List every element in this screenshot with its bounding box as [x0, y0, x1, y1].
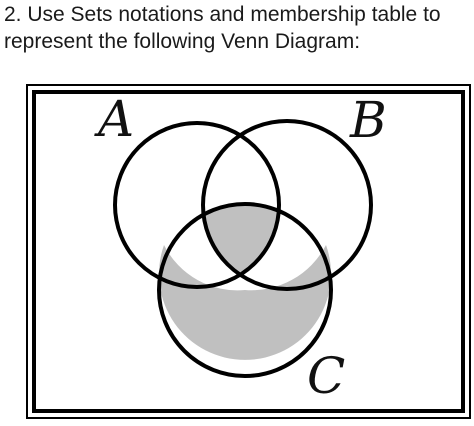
set-b-label: B: [349, 91, 387, 149]
set-a-label: A: [94, 90, 134, 148]
question-text: 2. Use Sets notations and membership tab…: [4, 1, 470, 55]
set-c-circle: [157, 202, 333, 378]
set-a-circle: [113, 121, 281, 289]
universal-set-frame: [32, 90, 465, 413]
question-line-2: represent the following Venn Diagram:: [4, 30, 361, 53]
question-line-1: 2. Use Sets notations and membership tab…: [4, 3, 441, 26]
set-b-circle: [201, 119, 373, 291]
set-c-label: C: [307, 347, 345, 405]
universal-set-outer-frame: [26, 84, 471, 419]
region-c-only: [158, 245, 331, 360]
